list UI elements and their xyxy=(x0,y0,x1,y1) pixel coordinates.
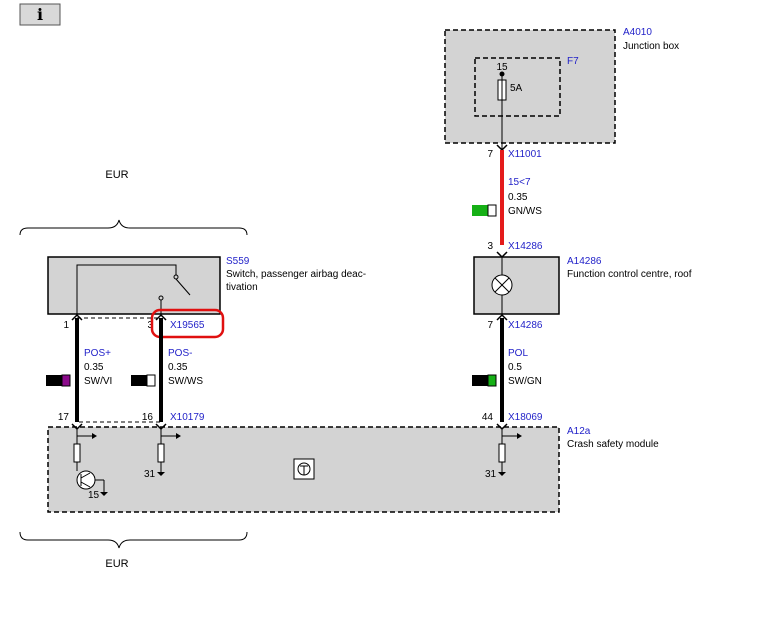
junction-box-a4010[interactable] xyxy=(444,29,616,150)
wire-color-swatch-sw-vi xyxy=(46,374,71,387)
a12a-code[interactable]: A12a xyxy=(567,426,591,437)
wire-red-signal[interactable]: 15<7 xyxy=(508,177,531,188)
fuse-box-f7 xyxy=(474,57,561,117)
info-button[interactable]: i xyxy=(19,3,61,26)
ground-label-31b: 31 xyxy=(485,469,497,480)
switch-contact-icon xyxy=(175,278,191,296)
ground-icon xyxy=(498,472,506,476)
a12a-pin-17: 17 xyxy=(58,412,70,423)
wire-red-color: GN/WS xyxy=(508,206,542,217)
x18069-pin: 44 xyxy=(482,412,494,423)
junction-box-code[interactable]: A4010 xyxy=(623,27,652,38)
wire-pol-color: SW/GN xyxy=(508,376,542,387)
region-label-top: EUR xyxy=(105,169,128,181)
wire-pos-minus-signal[interactable]: POS- xyxy=(168,348,192,359)
junction-box-name: Junction box xyxy=(623,41,679,52)
wire-pos-minus-color: SW/WS xyxy=(168,376,203,387)
info-icon: i xyxy=(37,5,43,24)
ground-icon xyxy=(100,492,108,496)
wire-pos-plus-color: SW/VI xyxy=(84,376,112,387)
x14286-bottom-pin: 7 xyxy=(487,320,493,331)
fuse-pin: 15 xyxy=(496,62,508,73)
x11001-pin: 7 xyxy=(487,149,493,160)
pin16-circuit xyxy=(157,429,181,476)
fuse-code[interactable]: F7 xyxy=(567,56,579,67)
x14286-bottom-code[interactable]: X14286 xyxy=(508,320,543,331)
fuse-rating: 5A xyxy=(510,83,523,94)
ground-label-15: 15 xyxy=(88,490,100,501)
airbag-icon xyxy=(293,458,315,480)
wire-red-size: 0.35 xyxy=(508,192,528,203)
x19565-highlight xyxy=(150,308,225,339)
s559-pin-1: 1 xyxy=(63,320,69,331)
wire-color-swatch-gn-ws xyxy=(472,204,497,217)
s559-name-2: tivation xyxy=(226,282,258,293)
switch-s559[interactable] xyxy=(47,256,221,315)
wire-color-swatch-sw-gn xyxy=(472,374,497,387)
x14286-top-code[interactable]: X14286 xyxy=(508,241,543,252)
wire-pos-plus-signal[interactable]: POS+ xyxy=(84,348,111,359)
transistor-circuit xyxy=(73,429,108,496)
region-brace-top xyxy=(19,219,248,236)
a12a-pin-16: 16 xyxy=(142,412,154,423)
wire-pos-minus-size: 0.35 xyxy=(168,362,188,373)
wire-pol-size: 0.5 xyxy=(508,362,522,373)
x11001-code[interactable]: X11001 xyxy=(508,149,542,160)
wire-pos-plus-size: 0.35 xyxy=(84,362,104,373)
s559-code[interactable]: S559 xyxy=(226,256,250,267)
ground-icon xyxy=(157,472,165,476)
wire-color-swatch-sw-ws xyxy=(131,374,156,387)
s559-name-1: Switch, passenger airbag deac- xyxy=(226,269,366,280)
ground-label-31a: 31 xyxy=(144,469,156,480)
wire-pol-signal[interactable]: POL xyxy=(508,348,528,359)
a14286-code[interactable]: A14286 xyxy=(567,256,602,267)
crash-safety-module[interactable]: 15 31 31 xyxy=(47,423,560,513)
s559-pin-3: 3 xyxy=(147,320,153,331)
x14286-top-pin: 3 xyxy=(487,241,493,252)
x19565-code[interactable]: X19565 xyxy=(170,320,205,331)
a12a-name: Crash safety module xyxy=(567,439,659,450)
a14286-name: Function control centre, roof xyxy=(567,269,692,280)
function-control-centre-roof[interactable] xyxy=(473,256,560,315)
x10179-code[interactable]: X10179 xyxy=(170,412,205,423)
region-label-bottom: EUR xyxy=(105,558,128,570)
pin44-circuit xyxy=(498,429,522,476)
x18069-code[interactable]: X18069 xyxy=(508,412,543,423)
region-brace-bottom xyxy=(19,531,248,549)
